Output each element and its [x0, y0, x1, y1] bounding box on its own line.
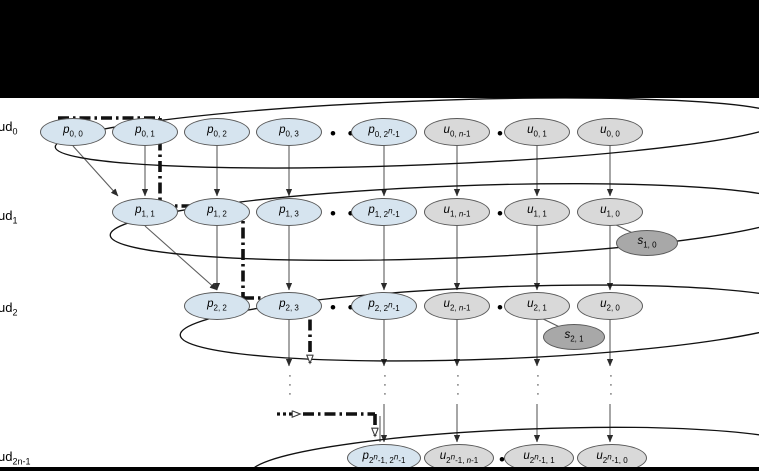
node-u-0-nm1[interactable]: u0, n-1: [424, 118, 490, 146]
node-s-1-0[interactable]: s1, 0: [616, 230, 678, 256]
node-p-0-0[interactable]: p0, 0: [40, 118, 106, 146]
node-p-2-2[interactable]: p2, 2: [184, 292, 250, 320]
letterbox-bottom: [0, 467, 759, 471]
node-p-0-2[interactable]: p0, 2: [184, 118, 250, 146]
node-u-last-nm1[interactable]: u2n-1, n-1: [424, 444, 494, 471]
vdots-col-2: ···: [383, 370, 387, 400]
node-u-last-0[interactable]: u2n-1, 0: [577, 444, 647, 471]
node-u-0-0[interactable]: u0, 0: [577, 118, 643, 146]
node-p-0-last[interactable]: p0, 2n-1: [351, 118, 417, 146]
node-p-last-last[interactable]: p2n-1, 2n-1: [347, 444, 421, 471]
vdots-col-5: ···: [609, 370, 613, 400]
letterbox-top: [0, 0, 759, 98]
node-u-1-0[interactable]: u1, 0: [577, 198, 643, 226]
vdots-col-3: ···: [456, 370, 460, 400]
node-p-2-last[interactable]: p2, 2n-1: [351, 292, 417, 320]
node-p-1-last[interactable]: p1, 2n-1: [351, 198, 417, 226]
node-u-2-0[interactable]: u2, 0: [577, 292, 643, 320]
node-s-2-1[interactable]: s2, 1: [543, 324, 605, 350]
row-label-ud0: ud0: [0, 119, 18, 137]
node-p-1-3[interactable]: p1, 3: [256, 198, 322, 226]
node-p-1-2[interactable]: p1, 2: [184, 198, 250, 226]
node-u-0-1[interactable]: u0, 1: [504, 118, 570, 146]
node-u-2-nm1[interactable]: u2, n-1: [424, 292, 490, 320]
node-u-last-1[interactable]: u2n-1, 1: [504, 444, 574, 471]
node-u-1-1[interactable]: u1, 1: [504, 198, 570, 226]
node-p-1-1[interactable]: p1, 1: [112, 198, 178, 226]
node-p-0-1[interactable]: p0, 1: [112, 118, 178, 146]
vdots-col-1: ···: [288, 370, 292, 400]
node-u-2-1[interactable]: u2, 1: [504, 292, 570, 320]
node-u-1-nm1[interactable]: u1, n-1: [424, 198, 490, 226]
row-label-ud2: ud2: [0, 300, 18, 318]
row-label-udlast: ud2n-1: [0, 449, 31, 467]
ud-layer-outlines: [54, 97, 759, 471]
node-p-0-3[interactable]: p0, 3: [256, 118, 322, 146]
vdots-col-4: ···: [536, 370, 540, 400]
node-p-2-3[interactable]: p2, 3: [256, 292, 322, 320]
row-label-ud1: ud1: [0, 208, 18, 226]
